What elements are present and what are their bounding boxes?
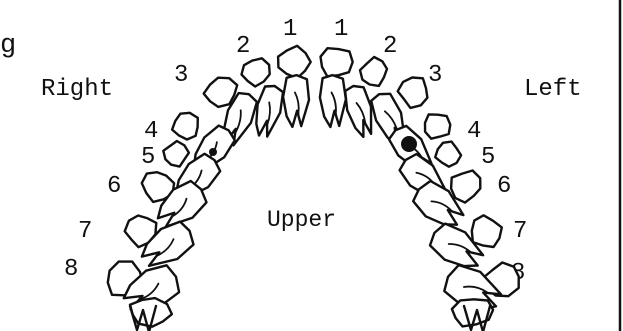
crown-left-lateral-incisor [360,57,387,86]
fragment-label: g [0,31,16,61]
tooth-number-right-4: 4 [144,118,158,145]
crown-left-premolar-2 [435,142,461,167]
side-label-right: Right [41,76,113,103]
tooth-number-left-6: 6 [497,173,511,200]
tooth-outlines [108,46,519,331]
tooth-number-right-7: 7 [78,218,92,245]
tooth-dark-spot-left [401,136,417,152]
tooth-number-left-5: 5 [481,144,495,171]
tooth-number-right-3: 3 [174,62,188,89]
crown-right-premolar-1 [172,113,198,140]
tooth-dark-spot-right [209,148,217,156]
crown-left-molar-2 [472,215,502,247]
tooth-number-left-2: 2 [383,33,397,60]
crown-left-premolar-1 [425,114,450,138]
tooth-number-left-1: 1 [334,16,348,43]
crown-left-canine [398,78,428,108]
tooth-number-left-4: 4 [467,118,481,145]
tooth-number-right-2: 2 [236,33,250,60]
tooth-left-lateral-incisor [345,86,371,137]
crown-right-central-incisor [278,46,311,78]
tooth-right-central-incisor [283,75,309,127]
crown-right-premolar-2 [163,141,189,167]
tooth-number-left-7: 7 [513,218,527,245]
tooth-number-right-1: 1 [283,16,297,43]
tooth-left-central-incisor [320,75,346,127]
crown-left-central-incisor [321,48,353,76]
crown-right-lateral-incisor [242,58,270,86]
crown-left-molar-1 [451,171,480,203]
tooth-number-left-3: 3 [428,62,442,89]
arch-label: Upper [267,207,336,233]
tooth-number-right-8: 8 [64,256,78,283]
tooth-number-right-5: 5 [141,144,155,171]
tooth-number-right-6: 6 [107,173,121,200]
side-label-left: Left [524,76,582,103]
